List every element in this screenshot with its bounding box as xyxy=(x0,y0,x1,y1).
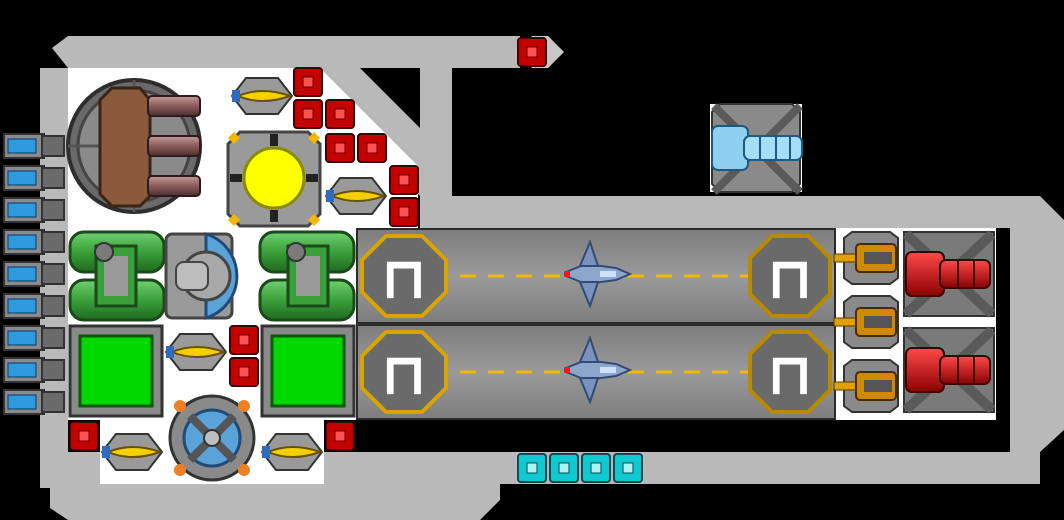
hangar-bay-2[interactable]: ⊓ ⊓ xyxy=(358,326,834,418)
red-armor-icon[interactable] xyxy=(229,357,259,387)
pd-turret-icon[interactable] xyxy=(164,333,228,371)
fighter-icon[interactable] xyxy=(564,239,633,309)
red-armor-icon[interactable] xyxy=(293,99,323,129)
cyan-armor-icon[interactable] xyxy=(517,453,547,483)
heavy-cannon-group xyxy=(902,230,996,414)
thruster-icon[interactable] xyxy=(3,357,65,383)
thruster-icon[interactable] xyxy=(3,165,65,191)
red-armor-icon[interactable] xyxy=(229,325,259,355)
hangar: ⊓ ⊓ ⊓ ⊓ xyxy=(356,228,836,420)
pd-turret-icon[interactable] xyxy=(324,177,388,215)
entry-pad[interactable]: ⊓ xyxy=(360,234,448,318)
exit-pad[interactable]: ⊓ xyxy=(748,330,832,414)
cyan-armor-icon[interactable] xyxy=(549,453,579,483)
entry-pad[interactable]: ⊓ xyxy=(360,330,448,414)
red-armor-icon[interactable] xyxy=(517,37,547,67)
thruster-icon[interactable] xyxy=(3,293,65,319)
heavy-cannon-icon[interactable] xyxy=(902,230,996,318)
pd-turret-icon[interactable] xyxy=(230,77,294,115)
fuel-tank-right[interactable] xyxy=(258,230,356,322)
thruster-icon[interactable] xyxy=(3,133,65,159)
thruster-icon[interactable] xyxy=(3,229,65,255)
entry-pad-label: ⊓ xyxy=(381,340,427,408)
heavy-cannon-icon[interactable] xyxy=(902,326,996,414)
thruster-icon[interactable] xyxy=(3,261,65,287)
fighter-icon[interactable] xyxy=(564,335,633,405)
exit-pad[interactable]: ⊓ xyxy=(748,234,832,318)
red-armor-icon[interactable] xyxy=(389,197,419,227)
pd-turret-icon[interactable] xyxy=(100,433,164,471)
crew-room-left[interactable] xyxy=(68,324,164,418)
red-armor-icon[interactable] xyxy=(389,165,419,195)
red-armor-icon[interactable] xyxy=(325,421,355,451)
cyan-armor-icon[interactable] xyxy=(581,453,611,483)
reactor-icon[interactable] xyxy=(226,130,322,228)
cyan-armor-group xyxy=(517,453,643,483)
thruster-icon[interactable] xyxy=(3,389,65,415)
red-armor-group xyxy=(69,36,564,451)
red-armor-icon[interactable] xyxy=(69,421,99,451)
thruster-column xyxy=(3,133,65,415)
fuel-tank-left[interactable] xyxy=(68,230,166,322)
cyan-armor-icon[interactable] xyxy=(613,453,643,483)
exit-pad-label: ⊓ xyxy=(767,244,813,312)
gyro-icon[interactable] xyxy=(168,394,256,482)
thruster-icon[interactable] xyxy=(3,197,65,223)
pd-turret-icon[interactable] xyxy=(260,433,324,471)
hangar-bay-1[interactable]: ⊓ ⊓ xyxy=(358,230,834,322)
railgun-icon[interactable] xyxy=(833,231,899,285)
red-armor-icon[interactable] xyxy=(325,133,355,163)
detached-ion-cannon[interactable] xyxy=(696,96,812,195)
railgun-group xyxy=(833,231,899,413)
main-gun-icon[interactable] xyxy=(66,78,202,214)
entry-pad-label: ⊓ xyxy=(381,244,427,312)
red-armor-icon[interactable] xyxy=(357,133,387,163)
railgun-icon[interactable] xyxy=(833,295,899,349)
red-armor-icon[interactable] xyxy=(293,67,323,97)
pd-turret-group xyxy=(100,77,388,471)
shield-emitter-icon[interactable] xyxy=(164,231,239,321)
railgun-icon[interactable] xyxy=(833,359,899,413)
crew-room-right[interactable] xyxy=(260,324,356,418)
red-armor-icon[interactable] xyxy=(325,99,355,129)
thruster-icon[interactable] xyxy=(3,325,65,351)
exit-pad-label: ⊓ xyxy=(767,340,813,408)
